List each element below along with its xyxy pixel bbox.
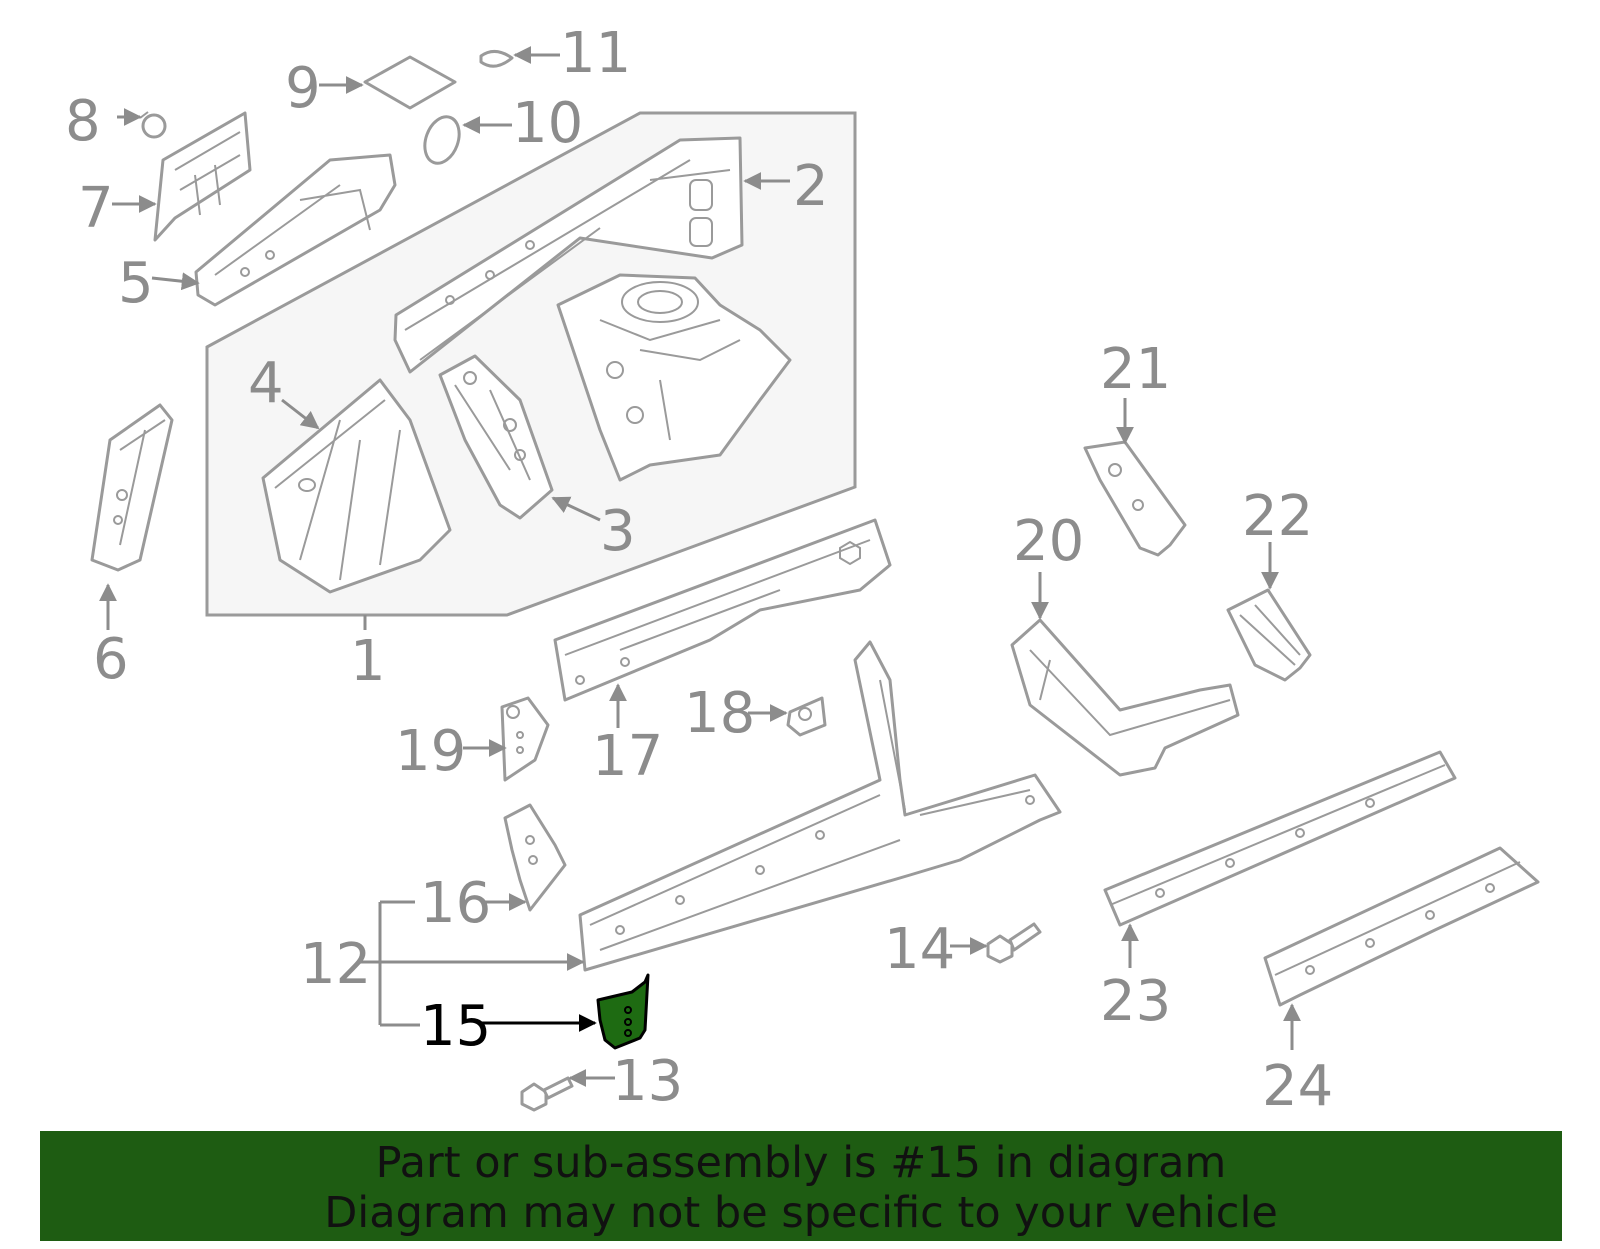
part-22-bracket[interactable] <box>1226 588 1312 682</box>
callout-22[interactable]: 22 <box>1242 484 1313 549</box>
part-15-highlighted[interactable] <box>596 973 650 1050</box>
strut-tower[interactable] <box>556 273 792 482</box>
part-2-upper-rail[interactable] <box>393 136 744 374</box>
callout-8[interactable]: 8 <box>65 89 101 154</box>
part-21-bracket[interactable] <box>1083 440 1187 557</box>
part-10-grommet[interactable] <box>419 112 465 168</box>
callout-16[interactable]: 16 <box>420 871 491 936</box>
part-17-rail[interactable] <box>553 518 892 702</box>
part-8-clip[interactable] <box>139 111 167 139</box>
callout-12[interactable]: 12 <box>300 932 371 997</box>
part-3-bracket[interactable] <box>438 354 554 520</box>
callout-19[interactable]: 19 <box>395 719 466 784</box>
callout-9[interactable]: 9 <box>285 56 321 121</box>
callout-13[interactable]: 13 <box>612 1049 683 1114</box>
callout-10[interactable]: 10 <box>512 91 583 156</box>
info-banner: Part or sub-assembly is #15 in diagram D… <box>40 1131 1562 1241</box>
part-4-apron[interactable] <box>261 378 452 594</box>
part-20-crossmember[interactable] <box>1010 618 1240 777</box>
callout-labels: 8 9 11 10 2 7 5 4 3 1 6 21 22 20 18 17 1… <box>65 21 1333 1119</box>
banner-line-1: Part or sub-assembly is #15 in diagram <box>375 1138 1227 1188</box>
callout-15[interactable]: 15 <box>420 994 491 1059</box>
callout-18[interactable]: 18 <box>684 681 755 746</box>
callout-11[interactable]: 11 <box>560 21 631 86</box>
part-5-cowl-bracket[interactable] <box>194 153 397 307</box>
part-18-bracket[interactable] <box>786 696 827 737</box>
callout-3[interactable]: 3 <box>600 499 636 564</box>
callout-20[interactable]: 20 <box>1013 509 1084 574</box>
part-6-pillar-bracket[interactable] <box>90 403 174 572</box>
part-13-bolt[interactable] <box>520 1076 574 1112</box>
callout-5[interactable]: 5 <box>118 251 154 316</box>
callout-4[interactable]: 4 <box>248 351 284 416</box>
callout-1[interactable]: 1 <box>350 629 386 694</box>
callout-6[interactable]: 6 <box>93 627 129 692</box>
part-12-frame-rail[interactable] <box>578 640 1062 972</box>
part-11-plug[interactable] <box>479 50 514 68</box>
part-7-plate[interactable] <box>153 111 252 242</box>
callout-7[interactable]: 7 <box>78 176 114 241</box>
part-24-sill[interactable] <box>1263 846 1540 1007</box>
callout-2[interactable]: 2 <box>793 154 829 219</box>
part-14-bolt[interactable] <box>986 922 1042 964</box>
part-9-pad[interactable] <box>363 55 457 110</box>
part-23-rocker[interactable] <box>1103 750 1457 927</box>
callout-24[interactable]: 24 <box>1262 1054 1333 1119</box>
callout-14[interactable]: 14 <box>884 917 955 982</box>
banner-line-2: Diagram may not be specific to your vehi… <box>324 1188 1278 1238</box>
leader-lines <box>99 46 1301 1087</box>
callout-17[interactable]: 17 <box>592 724 663 789</box>
part-19-gusset[interactable] <box>500 696 550 782</box>
callout-23[interactable]: 23 <box>1100 969 1171 1034</box>
part-16-brace[interactable] <box>503 803 567 912</box>
callout-21[interactable]: 21 <box>1100 337 1171 402</box>
